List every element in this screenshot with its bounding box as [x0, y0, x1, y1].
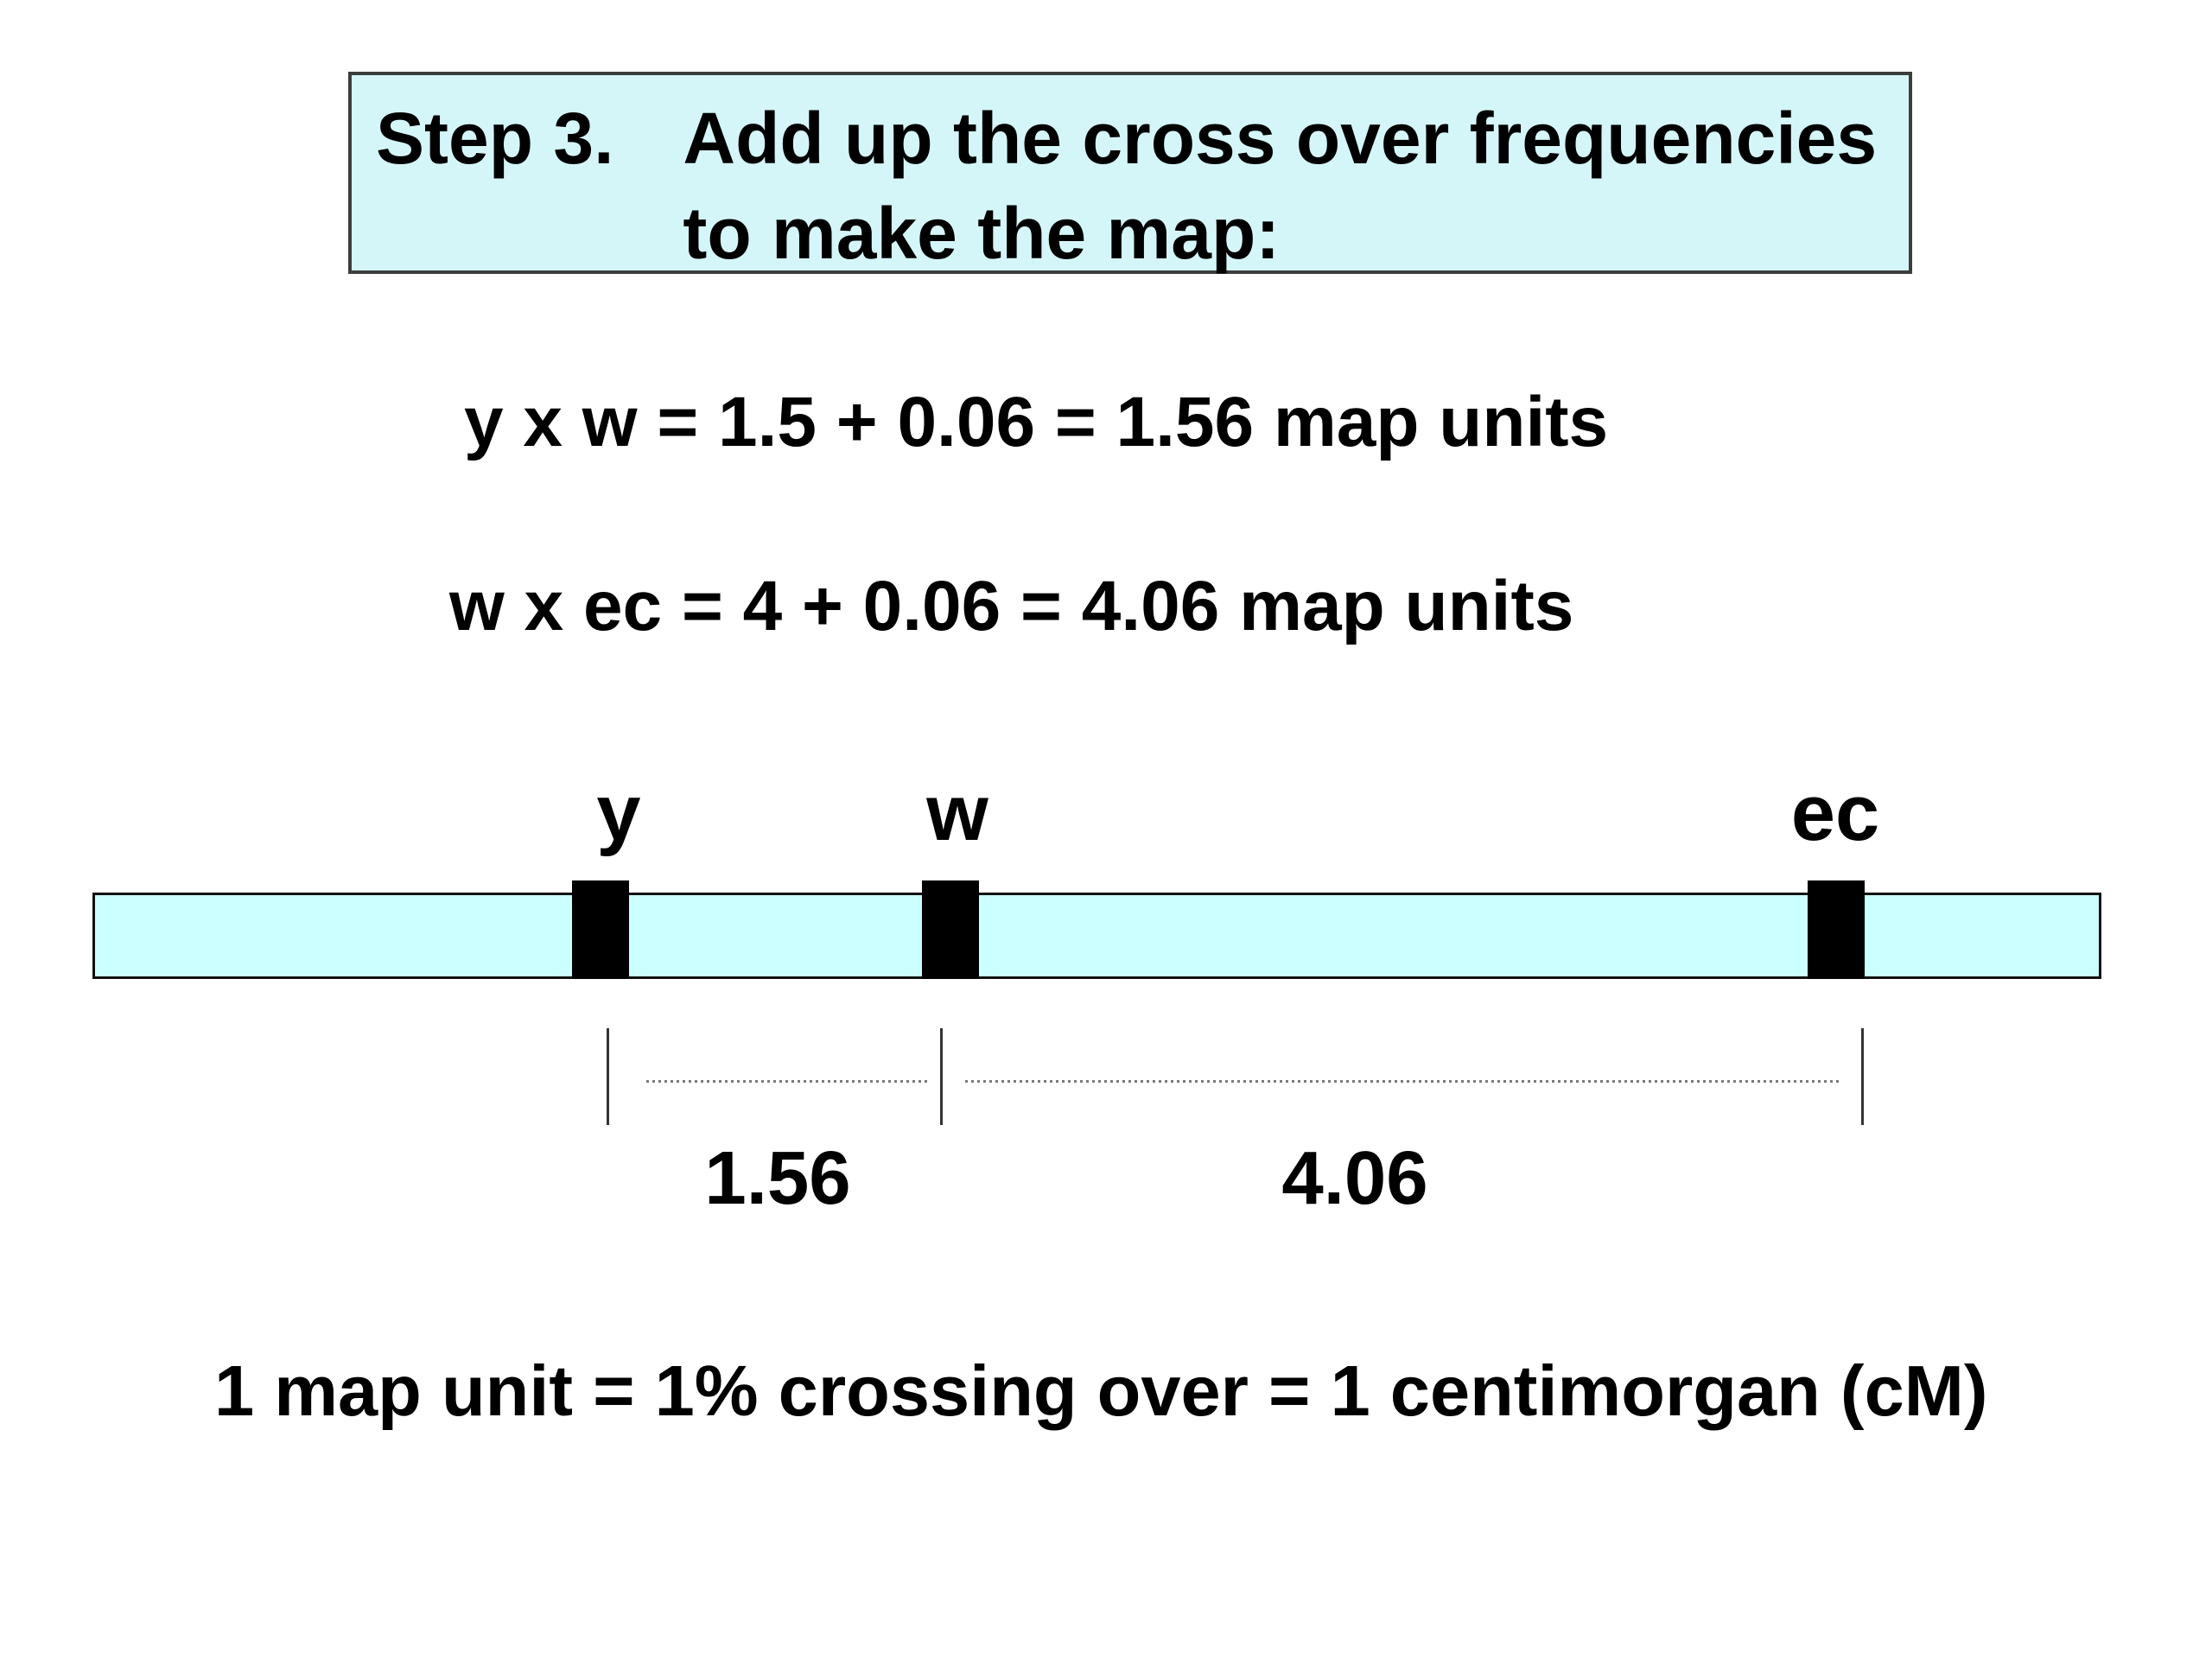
title-step-label: Step 3.: [376, 98, 614, 179]
tick-y: [607, 1028, 609, 1125]
chromosome-bar: [92, 893, 2101, 979]
distance-label-yw: 1.56: [704, 1136, 851, 1220]
gene-marker-y: [572, 880, 629, 979]
equation-wec: w x ec = 4 + 0.06 = 4.06 map units: [449, 567, 1574, 645]
title-line-1: Add up the cross over frequencies: [683, 98, 1878, 179]
distance-label-wec: 4.06: [1281, 1136, 1428, 1220]
gene-label-w: w: [926, 769, 988, 857]
tick-w: [940, 1028, 943, 1125]
gene-label-ec: ec: [1790, 769, 1880, 857]
equation-yw: y x w = 1.5 + 0.06 = 1.56 map units: [464, 383, 1609, 461]
gene-label-y: y: [596, 769, 641, 857]
gene-marker-ec: [1808, 880, 1865, 979]
distance-line-yw: [646, 1080, 927, 1083]
tick-ec: [1861, 1028, 1864, 1125]
footnote: 1 map unit = 1% crossing over = 1 centim…: [214, 1351, 1988, 1431]
gene-marker-w: [922, 880, 979, 979]
distance-line-wec: [965, 1080, 1840, 1083]
title-line-2: to make the map:: [683, 193, 1281, 274]
title-lines: Add up the cross over frequencies to mak…: [683, 91, 1877, 281]
title-box: Step 3. Add up the cross over frequencie…: [348, 72, 1912, 274]
